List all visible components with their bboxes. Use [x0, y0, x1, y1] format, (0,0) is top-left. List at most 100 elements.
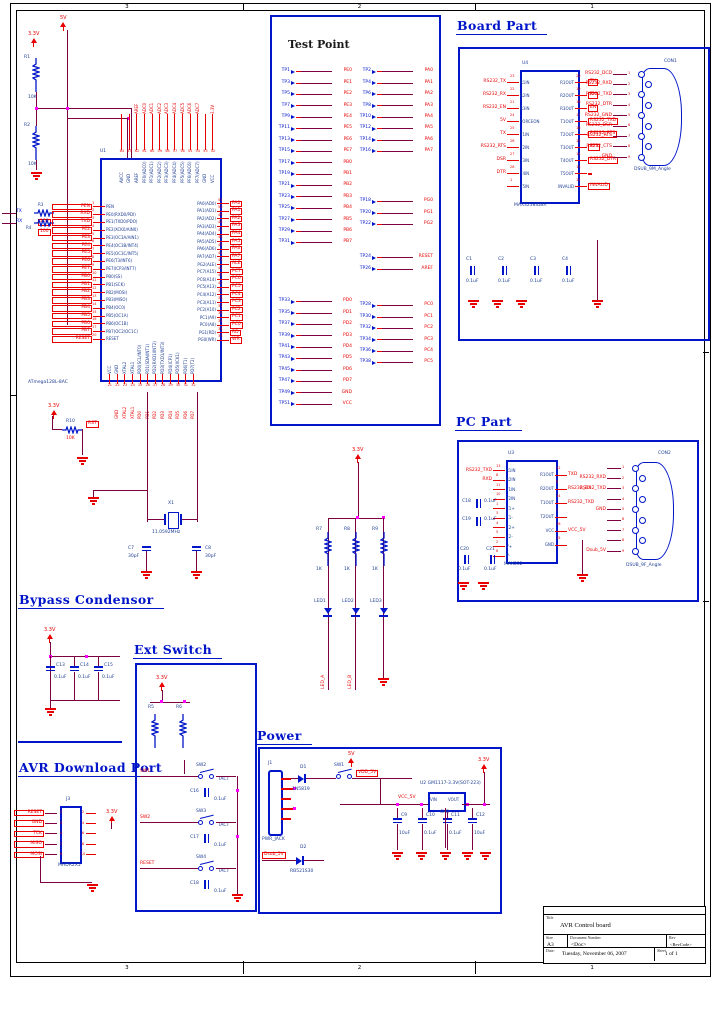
rev-value: <RevCode> — [670, 942, 692, 947]
power-caps: C9 10uF C10 0.1uF C11 0.1uF — [390, 808, 485, 852]
connector-designator: CON1 — [664, 59, 677, 64]
sheet-inner-border — [16, 10, 705, 963]
connector-part: DSUB_9F_Angle — [626, 563, 662, 568]
bypass-cap: C13 0.1uF — [44, 656, 67, 700]
bypass-cap-row: C13 0.1uF C14 0.1uF C15 0.1uF — [44, 656, 115, 700]
doc-label: Document Number — [570, 935, 601, 940]
regulator-label: U2 GM1117-3.3V(SOT-223) — [420, 781, 481, 786]
supply-3v3-out: 3.3V — [478, 757, 489, 773]
test-point-heading: Test Point — [288, 38, 350, 51]
pc-part-title: PC Part — [455, 414, 523, 431]
pullup-resistor: R6 — [176, 705, 190, 762]
sheet-label: Sheet — [657, 948, 666, 953]
supply-3v3-bypass: 3.3V — [44, 627, 55, 643]
zone-tick-right — [703, 352, 709, 353]
cap: C18 0.1uF — [462, 498, 502, 510]
net-dsub5v: Dsub_5V — [262, 852, 286, 859]
section-divider — [18, 741, 122, 743]
cap: C9 10uF — [390, 808, 410, 852]
zone-number: 3 — [11, 4, 244, 10]
schematic-title: AVR Control board — [560, 922, 611, 929]
cap: C11 0.1uF — [440, 808, 462, 852]
supply-3v3-pullup: 3.3V — [28, 31, 39, 47]
ground-symbol — [88, 497, 99, 505]
avr-port-title: AVR Download Port — [18, 760, 173, 777]
diode-designator: D1 — [300, 765, 307, 770]
diode-part: 1N5819 — [292, 787, 310, 792]
cap-value: 30pF — [205, 554, 217, 559]
mcu-body — [100, 158, 222, 382]
cap: C12 10uF — [465, 808, 485, 852]
titleblock-title-label: Title — [546, 915, 554, 920]
cap: C19 0.1uF — [462, 516, 502, 528]
pc-chip-part: MAX232 — [504, 562, 523, 567]
ground-symbol — [458, 582, 469, 590]
power-switch — [336, 768, 352, 779]
zone-tick-left — [10, 395, 16, 396]
net-vdd5v: VDD_5V — [356, 770, 379, 777]
pc-part-box — [457, 440, 699, 602]
header-part: MHDR2X5 — [58, 863, 81, 868]
resistor-ref: R4 — [26, 225, 32, 230]
regulator-pin-gnd: GND — [440, 810, 449, 814]
cap: C20 0.1uF — [458, 547, 471, 572]
ext-resistors: R5 R6 — [148, 705, 190, 762]
